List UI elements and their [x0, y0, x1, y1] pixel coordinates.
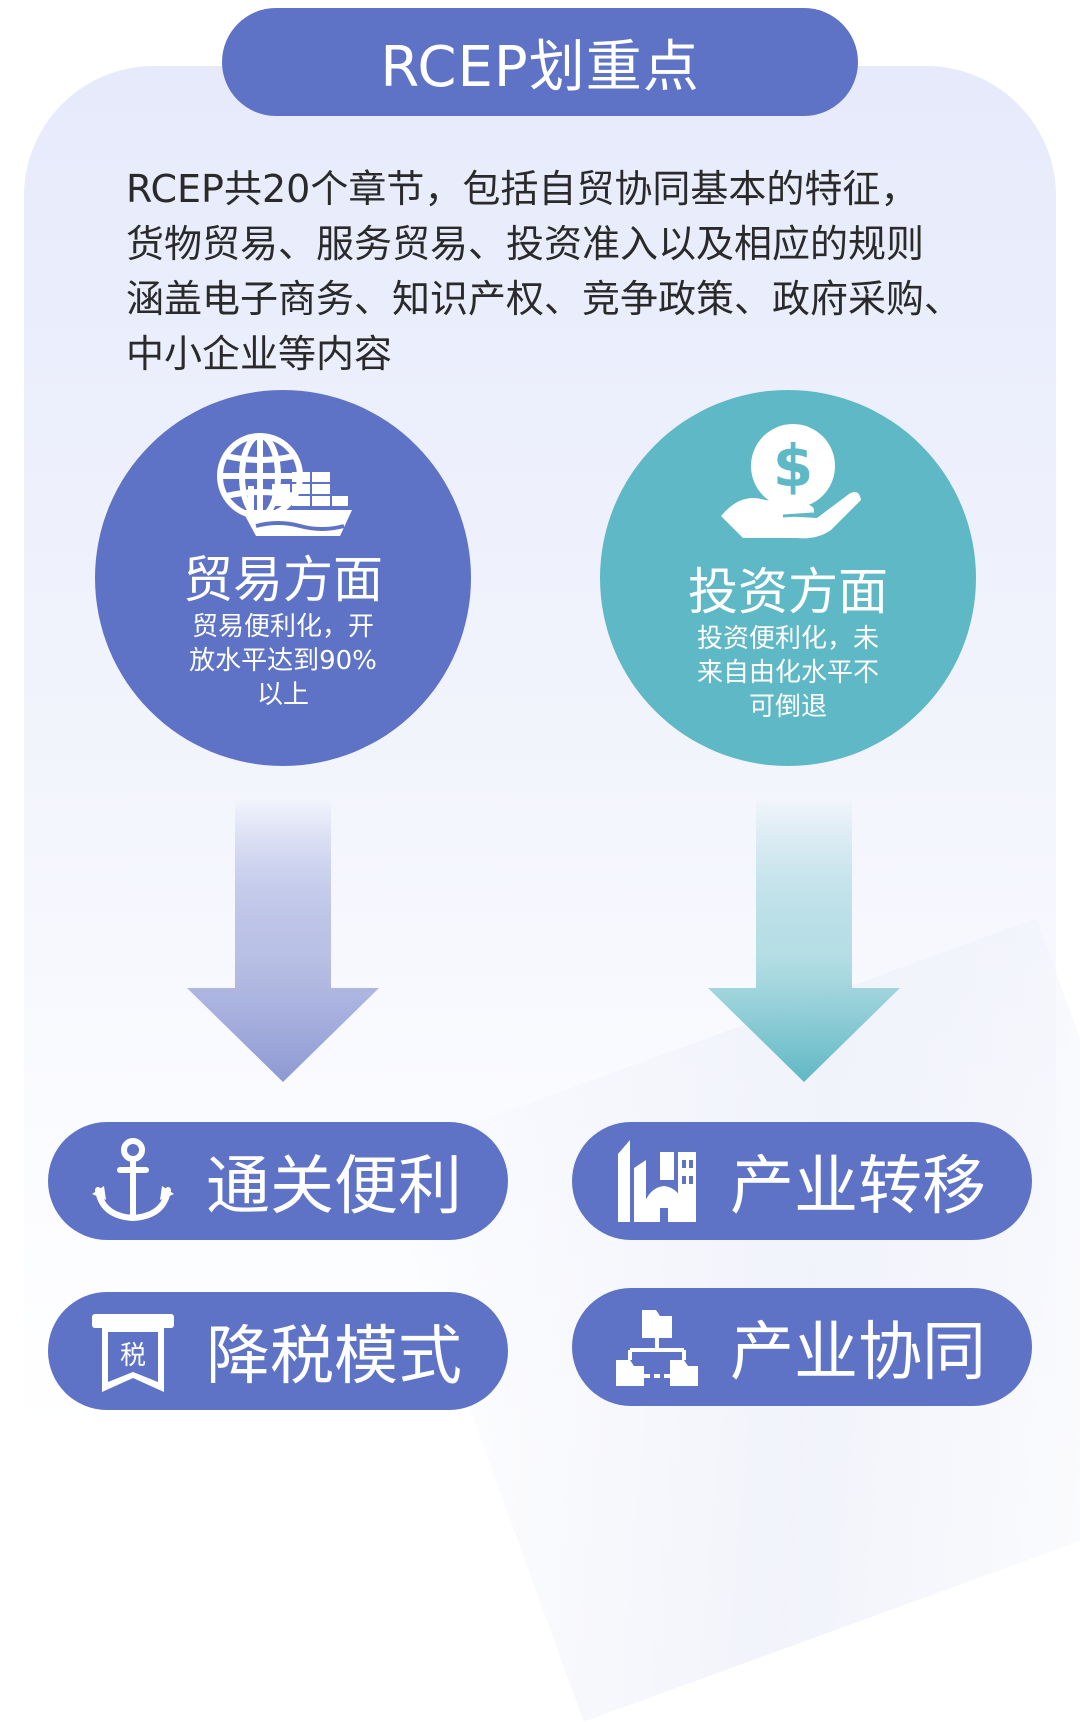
page-title: RCEP划重点: [380, 34, 700, 100]
title-banner: RCEP划重点: [222, 8, 858, 116]
trade-circle: 贸易方面 贸易便利化，开 放水平达到90% 以上: [95, 390, 471, 766]
trade-down-arrow: [187, 798, 379, 1082]
customs-pill: 通关便利: [48, 1122, 508, 1240]
tax-label: 降税模式: [206, 1320, 462, 1394]
globe-ship-icon: [217, 433, 352, 536]
tax-icon: 税: [92, 1314, 174, 1392]
factory-icon: [618, 1140, 696, 1222]
money-hand-icon: $: [721, 424, 861, 539]
svg-text:$: $: [773, 432, 813, 500]
trade-desc-line-3: 以上: [256, 680, 309, 710]
anchor-icon: [92, 1138, 174, 1222]
investment-desc-line-1: 投资便利化，未: [696, 624, 879, 654]
investment-desc-line-2: 来自由化水平不: [696, 658, 879, 688]
industry-coop-label: 产业协同: [730, 1316, 986, 1390]
trade-title: 贸易方面: [183, 551, 383, 609]
intro-text: RCEP共20个章节，包括自贸协同基本的特征， 货物贸易、服务贸易、投资准入以及…: [126, 162, 1026, 382]
investment-desc-line-3: 可倒退: [748, 692, 827, 722]
industry-transfer-pill: 产业转移: [572, 1122, 1032, 1240]
investment-title: 投资方面: [688, 563, 888, 621]
investment-circle: $ 投资方面 投资便利化，未 来自由化水平不 可倒退: [600, 390, 976, 766]
customs-label: 通关便利: [206, 1150, 462, 1224]
trade-description: 贸易便利化，开 放水平达到90% 以上: [173, 610, 393, 712]
investment-down-arrow: [708, 798, 900, 1082]
intro-line-1: RCEP共20个章节，包括自贸协同基本的特征，: [126, 167, 919, 211]
intro-line-3: 涵盖电子商务、知识产权、竞争政策、政府采购、: [126, 277, 963, 321]
tax-pill: 税 降税模式: [48, 1292, 508, 1410]
network-icon: [616, 1310, 698, 1386]
tax-icon-text: 税: [120, 1341, 146, 1371]
intro-line-4: 中小企业等内容: [126, 332, 393, 376]
investment-description: 投资便利化，未 来自由化水平不 可倒退: [678, 622, 898, 724]
industry-coop-pill: 产业协同: [572, 1288, 1032, 1406]
industry-transfer-label: 产业转移: [730, 1150, 986, 1224]
intro-line-2: 货物贸易、服务贸易、投资准入以及相应的规则: [126, 222, 925, 266]
trade-desc-line-2: 放水平达到90%: [189, 646, 377, 676]
trade-desc-line-1: 贸易便利化，开: [191, 612, 374, 642]
